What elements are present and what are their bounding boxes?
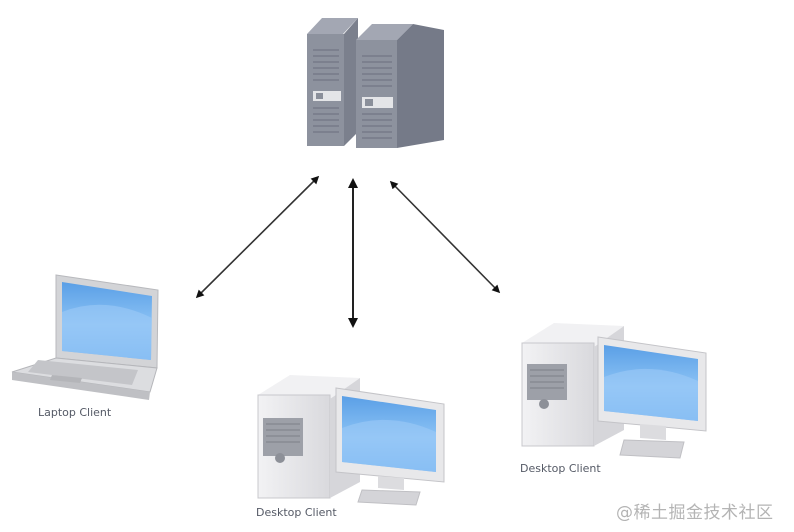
node-label-desktop-center: Desktop Client [256, 506, 337, 519]
server-icon [307, 18, 444, 148]
node-label-laptop: Laptop Client [38, 406, 112, 419]
laptop-icon [11, 274, 159, 400]
arrow-server-desktop-right [389, 180, 501, 294]
node-label-desktop-right: Desktop Client [520, 462, 601, 475]
desktop-icon-right [521, 323, 707, 459]
watermark: @稀土掘金技术社区 [616, 503, 774, 523]
desktop-icon-center [257, 375, 445, 506]
arrow-server-laptop [195, 175, 320, 299]
